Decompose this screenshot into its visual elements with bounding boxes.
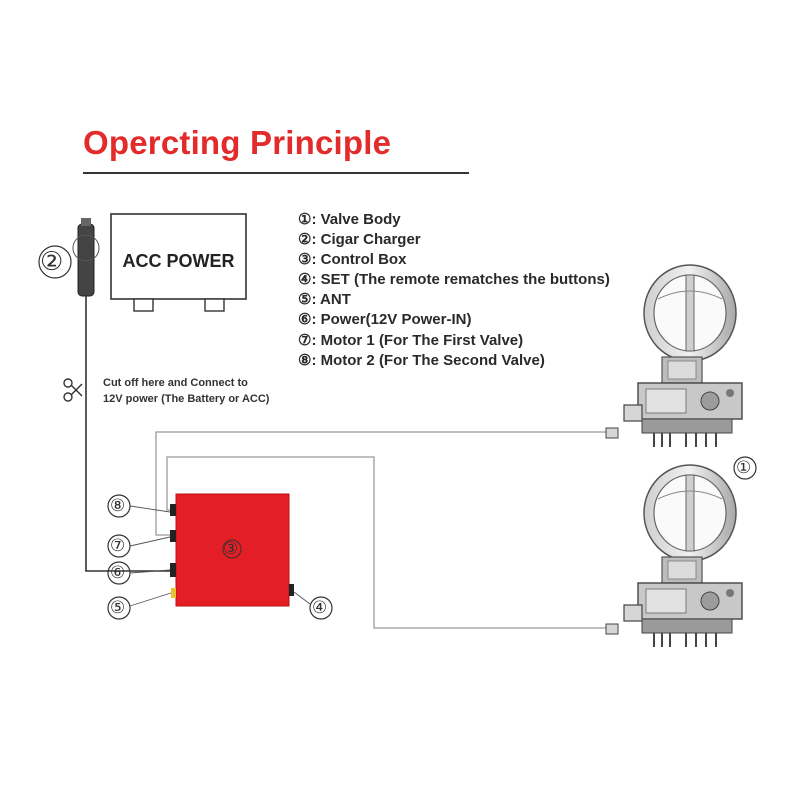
callout-motor1: ⑦ [110, 536, 125, 556]
set-button [289, 584, 294, 596]
callout-cigar-charger: ② [40, 247, 63, 277]
leader-ant [130, 593, 171, 606]
valve-body-2 [624, 465, 742, 647]
acc-power-terminal-left [134, 299, 153, 311]
acc-power-label: ACC POWER [111, 251, 246, 272]
power-wire [86, 296, 172, 571]
cut-note: Cut off here and Connect to 12V power (T… [103, 375, 269, 407]
ant-tab [171, 588, 176, 598]
valve1-connector [606, 428, 618, 438]
cut-note-line2: 12V power (The Battery or ACC) [103, 391, 269, 407]
callout-ant: ⑤ [110, 598, 125, 618]
callout-motor2: ⑧ [110, 496, 125, 516]
cut-note-line1: Cut off here and Connect to [103, 375, 269, 391]
acc-power-terminal-right [205, 299, 224, 311]
cigar-plug-icon [73, 218, 99, 296]
scissors-icon [64, 379, 82, 401]
leader-set [294, 592, 310, 604]
valve-body-1 [624, 265, 742, 447]
callout-power: ⑥ [110, 563, 125, 583]
leader-motor2 [130, 506, 170, 512]
callout-control-box: ③ [223, 539, 238, 559]
valve2-connector [606, 624, 618, 634]
callout-valve-body: ① [736, 458, 751, 478]
leader-motor1 [130, 537, 170, 546]
power-port [170, 563, 176, 577]
motor1-port [170, 530, 176, 542]
callout-set: ④ [312, 598, 327, 618]
motor2-port [170, 504, 176, 516]
